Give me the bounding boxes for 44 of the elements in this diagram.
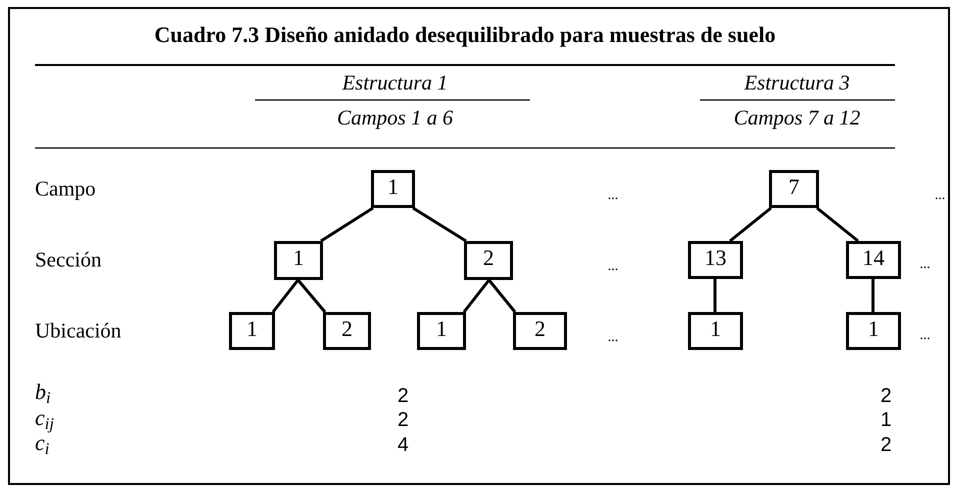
ellipsis: ... xyxy=(608,331,618,345)
node-box: 1 xyxy=(688,312,743,350)
cell-value: 2 xyxy=(880,386,892,406)
ellipsis: ... xyxy=(920,329,930,343)
column-heading: Estructura 3 xyxy=(744,72,850,94)
node-box: 1 xyxy=(229,312,275,350)
connector-line xyxy=(488,279,516,313)
node-box: 1 xyxy=(846,312,901,350)
cell-value: 2 xyxy=(397,386,409,406)
ellipsis: ... xyxy=(920,258,930,272)
node-box: 2 xyxy=(513,312,567,350)
connector-line xyxy=(729,206,772,242)
row-label: Campo xyxy=(35,178,96,200)
connector-line xyxy=(462,279,490,313)
connector-line xyxy=(272,279,300,313)
node-box: 1 xyxy=(371,170,415,208)
connector-line xyxy=(320,206,374,242)
node-box: 2 xyxy=(464,241,513,280)
node-box: 1 xyxy=(417,312,466,350)
ellipsis: ... xyxy=(608,189,618,203)
connector-line xyxy=(412,206,467,242)
column-heading: Campos 1 a 6 xyxy=(336,108,454,128)
connector-line xyxy=(816,206,859,242)
cell-value: 4 xyxy=(397,435,409,455)
row-label: Ubicación xyxy=(35,320,122,342)
cell-value: 1 xyxy=(880,410,892,430)
ellipsis: ... xyxy=(934,189,946,203)
node-box: 13 xyxy=(688,241,743,279)
node-box: 2 xyxy=(323,312,371,350)
node-box: 7 xyxy=(769,170,819,208)
column-heading: Campos 7 a 12 xyxy=(734,108,860,128)
symbol-label: b$_{i}$ xyxy=(35,381,51,403)
connector-line xyxy=(714,279,716,312)
connector-line xyxy=(296,279,326,313)
cell-value: 2 xyxy=(397,410,409,430)
cell-value: 2 xyxy=(880,435,892,455)
title: Cuadro 7.3 Diseño anidado desequilibrado para muestras de suelo xyxy=(153,21,777,49)
row-label: Sección xyxy=(35,250,102,270)
ellipsis: ... xyxy=(608,260,618,274)
node-box: 1 xyxy=(274,241,323,280)
column-heading: Estructura 1 xyxy=(342,72,448,94)
node-box: 14 xyxy=(846,241,901,279)
symbol-label: c$_{i}$ xyxy=(35,432,50,454)
connector-line xyxy=(872,279,874,312)
